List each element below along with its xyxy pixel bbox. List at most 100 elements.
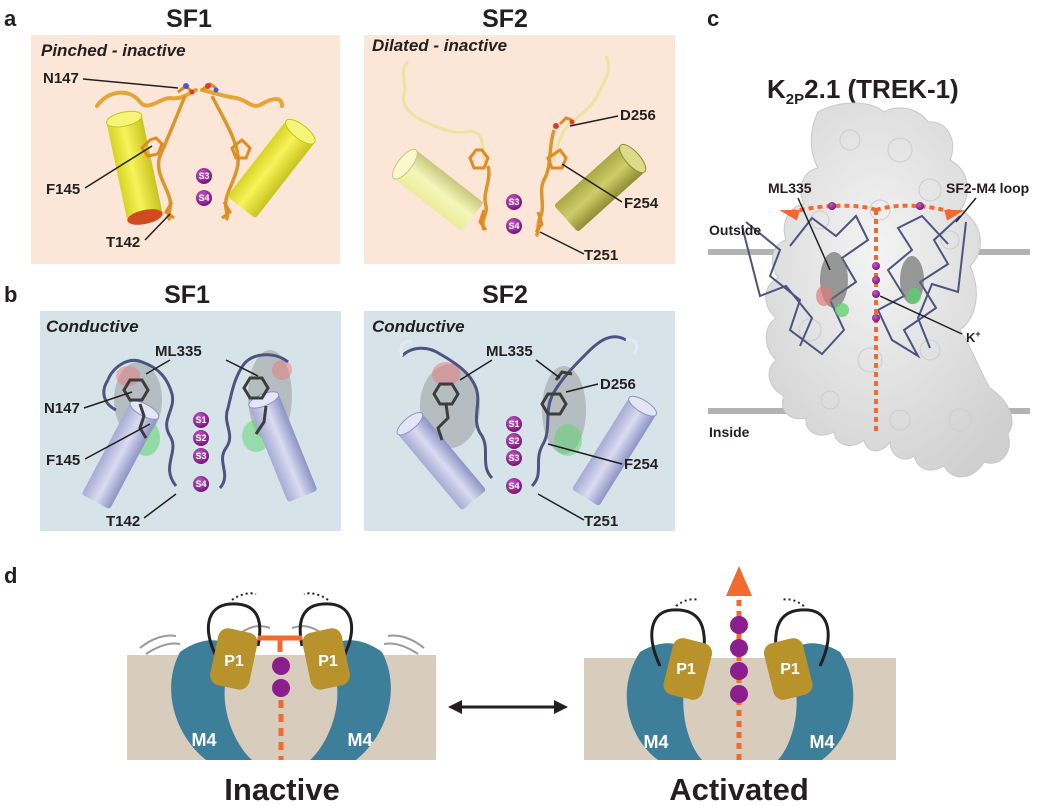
selectivity-filter-strand [481,165,491,231]
m4-label: M4 [643,732,668,752]
residue-label: N147 [43,70,79,87]
helix-cylinder-icon [392,148,483,231]
panel-b-sf2-title: SF2 [482,281,528,309]
up-arrow-icon [944,209,965,221]
selectivity-filter-loop [552,55,611,163]
ion-label: S4 [508,221,519,231]
ligand-surface [432,362,460,386]
potassium-ion-icon: S3 [193,448,209,464]
up-arrow-icon [779,209,800,221]
ion-label: S1 [508,419,519,429]
outside-label: Outside [709,222,761,238]
panel-label-d: d [4,563,17,588]
ligand-label: ML335 [155,343,202,360]
helix-cylinder-icon [248,391,317,502]
selectivity-loop [650,608,706,667]
ion-label: K+ [966,329,981,345]
up-arrow-icon [726,566,752,596]
ligand-label: ML335 [486,343,533,360]
activated-caption: Activated [669,772,809,806]
residue-label: D256 [600,376,636,393]
panel-b-sf1-state: Conductive [46,317,139,336]
selectivity-loop [774,608,830,667]
panel-a-sf2-title: SF2 [482,5,528,33]
helix-cylinder-icon [228,118,316,218]
panel-a-sf1: Pinched - inactive [31,35,340,264]
selectivity-filter-loop [401,60,490,168]
selectivity-filter-loop [200,88,284,108]
ion-label: S4 [508,481,519,491]
residue-label: T142 [106,234,140,251]
p1-label: P1 [676,661,696,678]
potassium-ion-icon [272,679,290,697]
ligand-surface [272,360,292,380]
loop-label: SF2-M4 loop [946,180,1029,196]
double-arrow-icon [448,700,568,714]
helix-cylinder-icon [572,395,658,506]
protein-surface-texture [798,129,972,432]
p1-label: P1 [224,653,244,670]
activated-cartoon: P1 P1 M4 M4 Activated [584,566,896,806]
ion-label: S2 [195,433,206,443]
ligand-surface [554,424,582,456]
potassium-ion-icon [730,639,748,657]
potassium-ion-icon [730,662,748,680]
potassium-ion-icon: S2 [193,430,209,446]
selectivity-filter-loop [95,88,198,108]
ion-label: S3 [195,451,206,461]
potassium-ion-icon: S4 [506,218,522,234]
panel-b-sf2-state: Conductive [372,317,465,336]
ion-label: S1 [195,415,206,425]
ion-label: S4 [198,193,209,203]
panel-label-b: b [4,282,17,307]
residue-label: T251 [584,247,618,264]
p1-helix [663,638,713,700]
ligand-label: ML335 [768,180,812,196]
p1-label: P1 [318,653,338,670]
selectivity-filter-strand [210,95,240,221]
p1-helix [302,628,350,690]
ligand-surface [420,364,480,448]
panel-label-c: c [707,6,719,31]
selectivity-loop [298,602,354,661]
panel-b-sf1: Conductive [40,311,341,531]
panel-a-sf1-title: SF1 [166,5,212,33]
potassium-ion-icon: S3 [506,450,522,466]
ligand-surface [816,286,832,306]
potassium-ion-icon [272,657,290,675]
panel-b-sf2: Conductive [364,311,675,531]
ion-label: S3 [508,197,519,207]
m4-helix [310,640,391,760]
p1-label: P1 [780,661,800,678]
inside-label: Inside [709,424,750,440]
side-chain-sticks [468,116,573,233]
potassium-ion-icon [730,616,748,634]
potassium-ion-icon: S1 [506,416,522,432]
panel-a: a SF1 SF2 Pinched - inactive [4,5,675,264]
panel-c: c K2P2.1 (TREK-1) [707,6,1030,478]
ion-label: S2 [508,436,519,446]
m4-helix [171,640,252,760]
ion-label: S4 [195,479,206,489]
p1-helix [210,628,258,690]
residue-label: T251 [584,513,618,530]
exit-path [791,203,877,214]
panel-b: b SF1 SF2 Conductive [4,281,675,531]
residue-label: F145 [46,181,80,198]
ligand-sticks [122,376,270,439]
residue-label: T142 [106,513,140,530]
ligand-surface [835,303,849,317]
potassium-ion-icon: S3 [196,168,212,184]
potassium-ion-icon: S3 [506,194,522,210]
panel-b-sf1-title: SF1 [164,281,210,309]
ribbon-backbone [400,335,627,488]
p1-helix [763,638,813,700]
selectivity-loop [206,602,262,661]
protein-surface [765,102,1013,478]
potassium-ion-icon: S4 [506,478,522,494]
ribbon-backbone [102,353,289,489]
m4-label: M4 [347,730,372,750]
selectivity-filter-strand [156,95,187,221]
inactive-caption: Inactive [224,772,339,806]
potassium-ion-icon: S4 [193,476,209,492]
